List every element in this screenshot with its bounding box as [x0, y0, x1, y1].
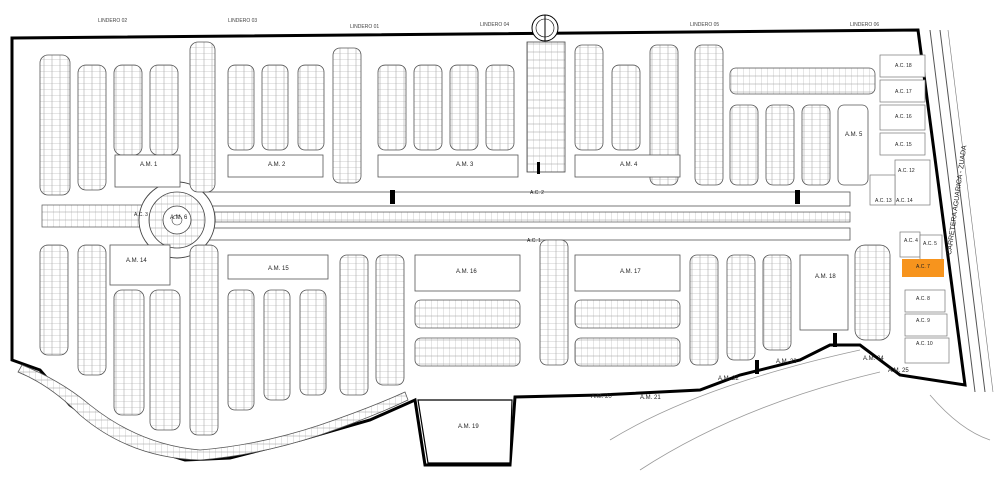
highway — [929, 29, 994, 393]
label-ac9: A.C. 9 — [916, 318, 930, 324]
label-ac8: A.C. 8 — [916, 296, 930, 302]
label-ac2: A.C. 2 — [530, 190, 544, 196]
label-ac5: A.C. 5 — [923, 241, 937, 247]
blocks-am4 — [574, 44, 681, 186]
label-am1: A.M. 1 — [140, 162, 158, 168]
label-ac14: A.C. 14 — [896, 198, 913, 204]
blocks-upper-left — [39, 41, 216, 196]
south-curved-lots — [17, 364, 409, 461]
lindero-label: LINDERO 01 — [350, 24, 379, 30]
terrain-lines — [609, 349, 991, 471]
label-am15: A.M. 15 — [268, 266, 289, 272]
lindero-label: LINDERO 06 — [850, 22, 879, 28]
label-ac17: A.C. 17 — [895, 89, 912, 95]
blocks-lower-left — [39, 244, 219, 436]
label-am23: A.M. 23 — [776, 359, 797, 365]
main-road-upper — [199, 191, 851, 207]
lindero-label: LINDERO 05 — [690, 22, 719, 28]
label-ac3: A.C. 3 — [134, 212, 148, 218]
road-label: CARRETERA AGUARICA - ZUADA — [946, 145, 968, 256]
label-am21: A.M. 21 — [640, 395, 661, 401]
label-am17: A.M. 17 — [620, 269, 641, 275]
label-am5: A.M. 5 — [845, 132, 863, 138]
label-ac12: A.C. 12 — [898, 168, 915, 174]
main-road-lower — [199, 227, 851, 241]
label-am24: A.M. 24 — [863, 356, 884, 362]
road-divider — [209, 211, 851, 223]
compass-icon — [531, 14, 559, 42]
blocks-am15 — [227, 254, 405, 411]
label-am22: A.M. 22 — [718, 376, 739, 382]
label-am16: A.M. 16 — [456, 269, 477, 275]
label-ac15: A.C. 15 — [895, 142, 912, 148]
blocks-am16 — [414, 254, 521, 367]
blocks-am17 — [539, 239, 681, 367]
highlighted-lot[interactable] — [902, 259, 944, 277]
roundabout — [138, 181, 216, 259]
am1-block — [114, 154, 181, 188]
label-ac4: A.C. 4 — [904, 238, 918, 244]
label-am6: A.M. 6 — [170, 215, 188, 221]
blocks-am3 — [377, 64, 519, 178]
lindero-label: LINDERO 04 — [480, 22, 509, 28]
blocks-am5 — [694, 44, 876, 186]
label-am18: A.M. 18 — [815, 274, 836, 280]
blocks-am2 — [227, 47, 362, 184]
ac-lots-right — [869, 54, 950, 364]
label-ac13: A.C. 13 — [875, 198, 892, 204]
label-am4: A.M. 4 — [620, 162, 638, 168]
label-ac1: A.C. 1 — [527, 238, 541, 244]
label-am3: A.M. 3 — [456, 162, 474, 168]
blocks-am18 — [689, 244, 891, 366]
label-ac7: A.C. 7 — [916, 264, 930, 270]
label-am25: A.M. 25 — [888, 368, 909, 374]
label-am2: A.M. 2 — [268, 162, 286, 168]
label-am14: A.M. 14 — [126, 258, 147, 264]
main-access — [526, 41, 566, 173]
lindero-label: LINDERO 03 — [228, 18, 257, 24]
label-am19: A.M. 19 — [458, 424, 479, 430]
access-markers — [390, 162, 837, 374]
label-ac16: A.C. 16 — [895, 114, 912, 120]
label-ac10: A.C. 10 — [916, 341, 933, 347]
am19-lot — [417, 399, 513, 464]
lindero-label: LINDERO 02 — [98, 18, 127, 24]
label-am20: A.M. 20 — [591, 394, 612, 400]
label-ac18: A.C. 18 — [895, 63, 912, 69]
